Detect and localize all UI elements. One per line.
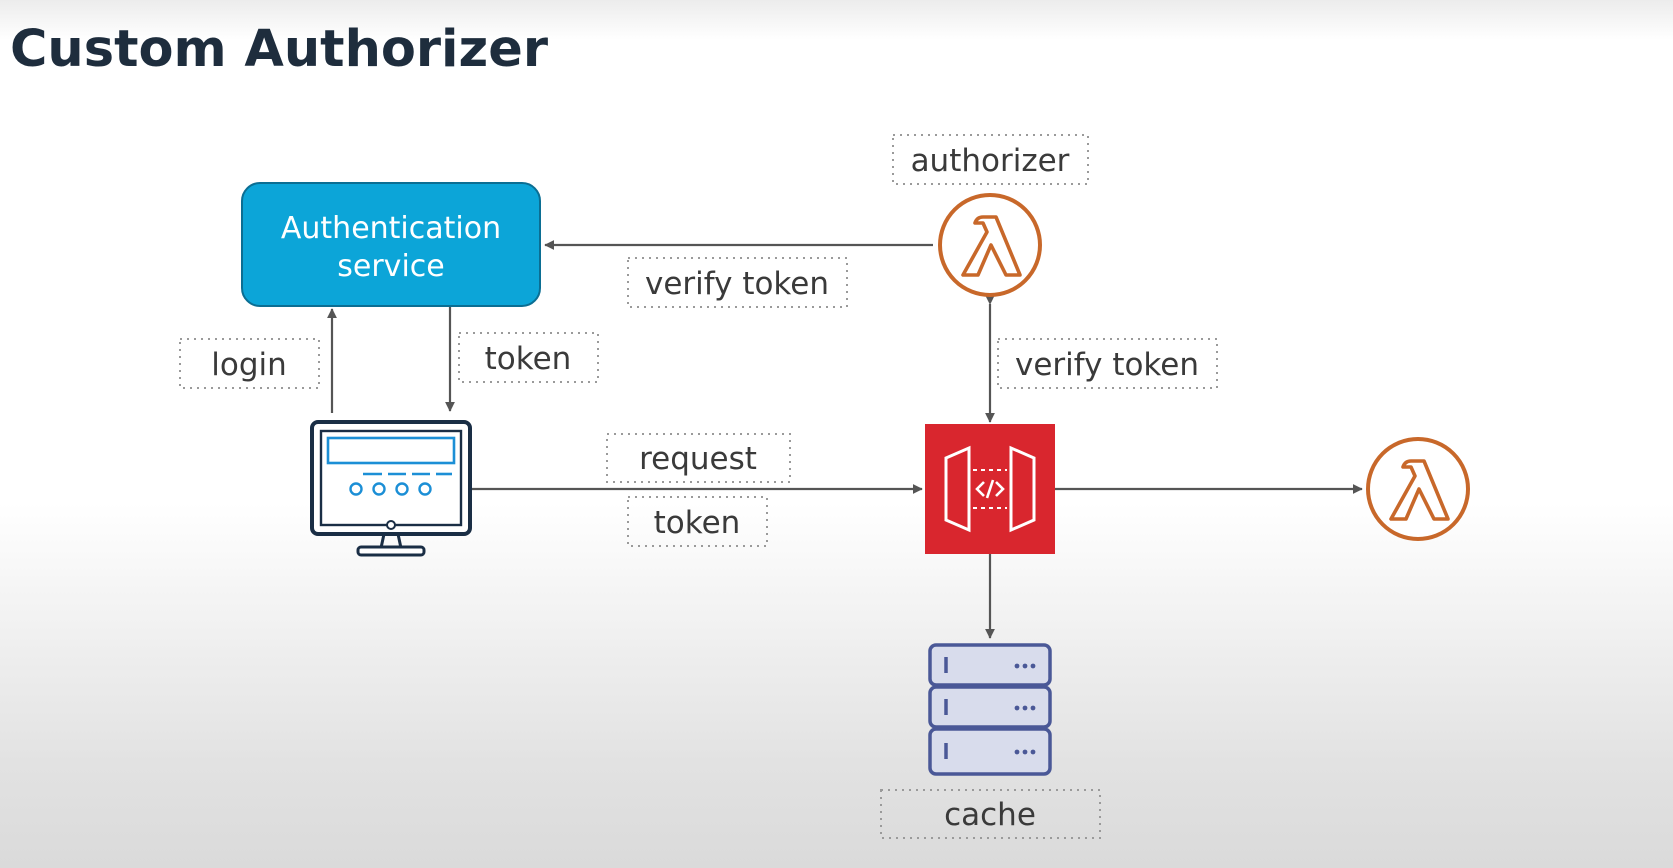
label-cache: cache	[880, 789, 1101, 839]
label-text: token	[485, 341, 572, 377]
api-gateway-icon	[925, 424, 1055, 554]
label-box	[606, 433, 791, 483]
label-request: request	[606, 433, 791, 483]
api-gateway-node	[925, 424, 1055, 554]
authentication-service-node: Authentication service	[241, 182, 541, 307]
label-box	[627, 496, 768, 547]
label-box	[179, 338, 320, 389]
authentication-service-box	[241, 182, 541, 307]
label-login: login	[179, 338, 320, 389]
lambda-icon	[1366, 437, 1470, 541]
label-authorizer: authorizer	[892, 134, 1089, 185]
label-box	[627, 257, 848, 308]
label-text: login	[211, 347, 287, 383]
lambda-icon	[938, 193, 1042, 297]
label-text: request	[639, 441, 757, 477]
label-token-request: token	[627, 496, 768, 547]
label-text: verify token	[1015, 347, 1199, 383]
authorizer-lambda-node	[938, 193, 1042, 297]
auth-service-label-line2: service	[337, 249, 444, 284]
label-verify-token-side: verify token	[997, 338, 1218, 389]
backend-lambda-node	[1366, 437, 1470, 541]
client-computer-node	[310, 420, 472, 557]
auth-service-label-line1: Authentication	[281, 211, 501, 246]
label-verify-token-top: verify token	[627, 257, 848, 308]
label-text: cache	[944, 797, 1036, 833]
server-stack-icon	[928, 643, 1052, 776]
cache-node	[928, 643, 1052, 776]
label-box	[892, 134, 1089, 185]
label-text: authorizer	[911, 143, 1070, 179]
label-text: token	[654, 505, 741, 541]
label-text: verify token	[645, 266, 829, 302]
top-shade	[0, 0, 1673, 40]
page-title: Custom Authorizer	[10, 20, 548, 79]
label-box	[458, 332, 599, 383]
label-token-return: token	[458, 332, 599, 383]
computer-monitor-icon	[310, 420, 472, 557]
label-box	[997, 338, 1218, 389]
